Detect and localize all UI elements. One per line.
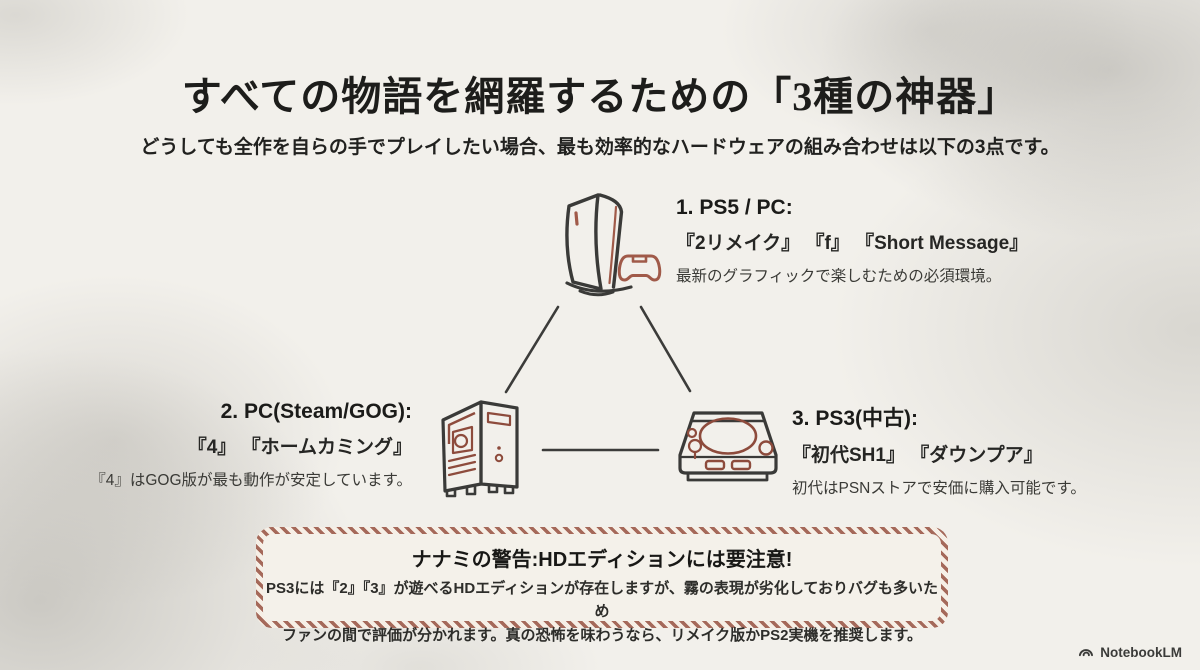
notebooklm-icon (1077, 643, 1094, 661)
ps1-console-icon (672, 404, 784, 490)
ps3-heading: 3. PS3(中古): (792, 407, 919, 430)
warning-body-line2: ファンの間で評価が分かれます。真の恐怖を味わうなら、リメイク版かPS2実機を推奨… (281, 626, 923, 644)
ps3-note: 初代はPSNストアで安価に購入可能です。 (792, 480, 1086, 497)
warning-body: PS3には『2』『3』が遊べるHDエディションが存在しますが、霧の表現が劣化して… (263, 577, 941, 647)
warning-box-inner: ナナミの警告:HDエディションには要注意! PS3には『2』『3』が遊べるHDエ… (263, 534, 941, 644)
warning-box: ナナミの警告:HDエディションには要注意! PS3には『2』『3』が遊べるHDエ… (256, 527, 948, 644)
brand-footer: NotebookLM (1077, 643, 1182, 661)
hardware-block-pc: 2. PC(Steam/GOG): 『4』 『ホームカミング』 『4』はGOG版… (86, 400, 412, 490)
ps5-games: 『2リメイク』 『f』 『Short Message』 (676, 233, 1029, 254)
pc-games: 『4』 『ホームカミング』 (187, 437, 412, 458)
connector-line-right (639, 305, 692, 393)
pc-heading: 2. PC(Steam/GOG): (220, 400, 412, 423)
warning-body-line1: PS3には『2』『3』が遊べるHDエディションが存在しますが、霧の表現が劣化して… (266, 580, 938, 621)
ps5-console-icon (540, 186, 670, 304)
pc-note: 『4』はGOG版が最も動作が安定しています。 (90, 472, 412, 489)
warning-title: ナナミの警告:HDエディションには要注意! (411, 549, 793, 571)
ps3-games: 『初代SH1』 『ダウンプア』 (792, 445, 1043, 466)
page-subtitle: どうしても全作を自らの手でプレイしたい場合、最も効率的なハードウェアの組み合わせ… (140, 137, 1060, 158)
connector-line-left (504, 305, 560, 394)
ps5-heading: 1. PS5 / PC: (676, 196, 793, 219)
pc-tower-icon (435, 394, 527, 498)
hardware-block-ps5: 1. PS5 / PC: 『2リメイク』 『f』 『Short Message』… (676, 196, 1036, 286)
page-title: すべての物語を網羅するための「3種の神器」 (181, 74, 1019, 119)
brand-label: NotebookLM (1100, 644, 1182, 660)
hardware-block-ps3: 3. PS3(中古): 『初代SH1』 『ダウンプア』 初代はPSNストアで安価… (792, 402, 1132, 498)
ps5-note: 最新のグラフィックで楽しむための必須環境。 (676, 268, 1002, 285)
